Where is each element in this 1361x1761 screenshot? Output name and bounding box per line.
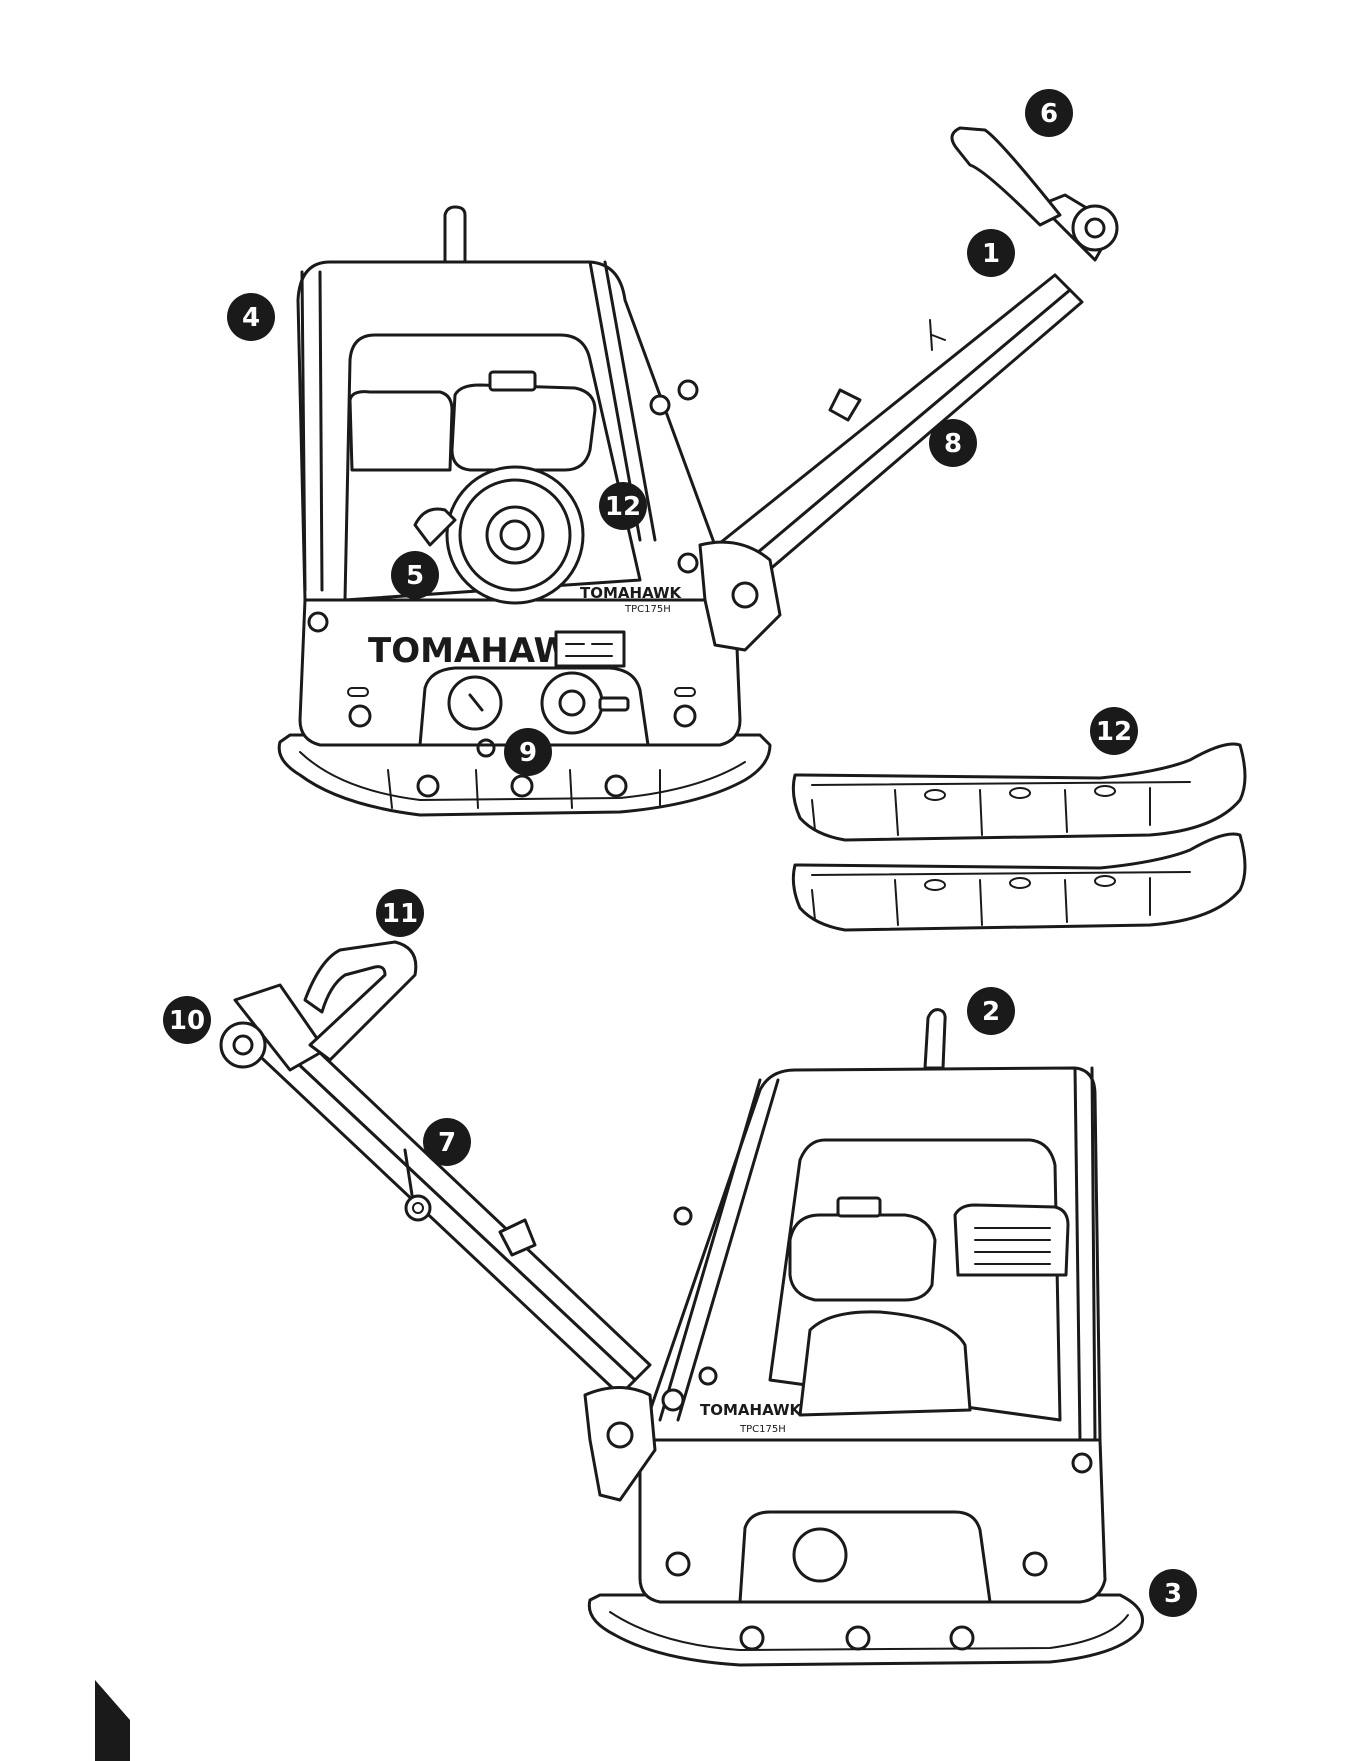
fuel-tank-rear	[790, 1215, 935, 1300]
svg-text:1: 1	[982, 239, 1000, 269]
model-label-rear: TPC175H	[739, 1424, 786, 1435]
callout-12-engine: 12	[599, 482, 647, 530]
fuel-tank	[452, 385, 595, 470]
callout-1: 1	[967, 229, 1015, 277]
svg-text:5: 5	[406, 561, 424, 591]
svg-text:10: 10	[169, 1006, 205, 1036]
callout-5: 5	[391, 551, 439, 599]
handle-assembly-top	[700, 128, 1117, 650]
recoil-starter	[447, 467, 583, 603]
svg-text:7: 7	[438, 1128, 456, 1158]
svg-text:4: 4	[242, 303, 260, 333]
svg-text:12: 12	[605, 492, 641, 522]
brand-small-label-rear: TOMAHAWK	[700, 1401, 803, 1419]
svg-text:6: 6	[1040, 99, 1058, 129]
callout-6: 6	[1025, 89, 1073, 137]
callout-11: 11	[376, 889, 424, 937]
svg-text:8: 8	[944, 429, 962, 459]
rubber-mat-lower	[793, 834, 1245, 930]
rubber-mat-upper	[793, 744, 1245, 840]
svg-text:3: 3	[1164, 1579, 1182, 1609]
callout-4: 4	[227, 293, 275, 341]
compactor-rear-view: TOMAHAWK TPC175H	[221, 942, 1143, 1665]
callout-7: 7	[423, 1118, 471, 1166]
svg-text:2: 2	[982, 997, 1000, 1027]
callout-9: 9	[504, 728, 552, 776]
rubber-mats	[793, 744, 1245, 930]
brand-small-label: TOMAHAWK	[580, 584, 683, 602]
callout-10: 10	[163, 996, 211, 1044]
air-filter	[350, 392, 452, 470]
lift-hook	[445, 207, 465, 262]
svg-text:9: 9	[519, 738, 537, 768]
svg-text:12: 12	[1096, 717, 1132, 747]
lift-hook-rear	[925, 1010, 945, 1068]
page-corner-tab	[95, 1680, 130, 1761]
callout-12-mats: 12	[1090, 707, 1138, 755]
callout-8: 8	[929, 419, 977, 467]
callout-2: 2	[967, 987, 1015, 1035]
svg-text:11: 11	[382, 899, 418, 929]
callout-3: 3	[1149, 1569, 1197, 1617]
handle-assembly-bottom	[221, 942, 655, 1500]
model-label: TPC175H	[624, 604, 671, 615]
